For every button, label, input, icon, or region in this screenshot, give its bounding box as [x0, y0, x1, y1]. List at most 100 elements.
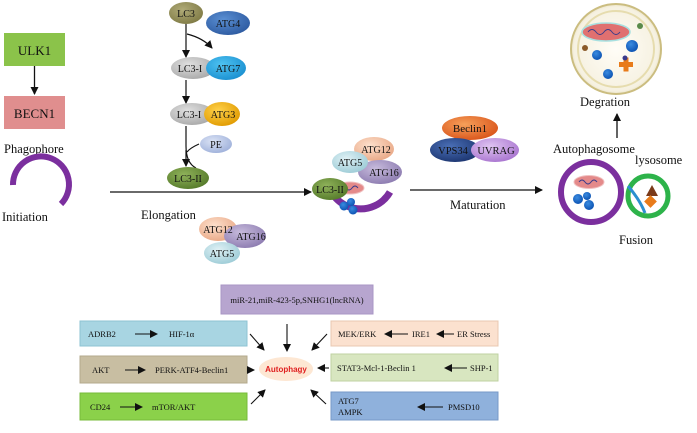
stat3-label: STAT3-Mcl-1-Beclin 1	[337, 363, 416, 373]
degraded-fragment-2	[637, 23, 643, 29]
initiation-label: Initiation	[2, 210, 49, 224]
atg7-to-autophagy-arrow	[310, 389, 327, 405]
uvrag-label: UVRAG	[477, 146, 515, 157]
loose-atg12-label: ATG12	[203, 225, 232, 236]
mekerk-box: MEK/ERK IRE1 ER Stress	[330, 320, 499, 347]
atg12-node	[354, 137, 394, 161]
maturation-label: Maturation	[450, 198, 506, 212]
ulk1-box: ULK1	[4, 33, 65, 66]
lc3i-node-a	[171, 57, 215, 79]
autophagosome-particle-3	[583, 192, 591, 200]
elongation-label: Elongation	[141, 208, 197, 222]
autophagy-center-label: Autophagy	[265, 365, 307, 374]
loose-atg16-node	[224, 224, 266, 248]
atg5-node	[332, 151, 368, 173]
adrb2-to-autophagy-arrow	[249, 333, 265, 351]
atg5-label: ATG5	[338, 158, 362, 169]
cd24-label: CD24	[90, 402, 111, 412]
degradation-label: Degration	[580, 95, 631, 109]
mekerk-label: MEK/ERK	[338, 329, 377, 339]
phagophore-shape	[9, 153, 72, 207]
lc3-node	[169, 2, 203, 24]
ire1-label: IRE1	[412, 329, 430, 339]
atg3-node	[204, 102, 240, 126]
autophagy-center-node	[259, 357, 313, 381]
vps34-label: VPS34	[438, 146, 469, 157]
mirna-box: miR-21,miR-423-5p,SNHG1(lncRNA)	[220, 284, 374, 315]
adrb2-label: ADRB2	[88, 329, 116, 339]
atg16-label: ATG16	[369, 168, 398, 179]
degraded-enzyme-cross	[619, 57, 633, 72]
hif1a-label: HIF-1α	[169, 329, 195, 339]
atg7-node	[206, 56, 246, 80]
loose-atg5-label: ATG5	[210, 249, 234, 260]
lc3i-node-b	[170, 103, 214, 125]
autophagosome-label: Autophagosome	[553, 142, 635, 156]
mtor-label: mTOR/AKT	[152, 402, 196, 412]
cd24-box: CD24 mTOR/AKT	[79, 392, 248, 421]
atg4-curved-arrow	[186, 33, 213, 49]
lc3ii-label: LC3-II	[174, 174, 202, 185]
pmsd10-label: PMSD10	[448, 402, 480, 412]
lc3i-label-b: LC3-I	[177, 110, 201, 121]
pe-node	[200, 135, 232, 153]
reg-atg7-label: ATG7	[338, 396, 359, 406]
autophagosome-cargo-organelle	[573, 175, 605, 189]
pe-join-line	[186, 143, 200, 153]
lysosome-enzyme-triangle	[646, 185, 658, 196]
shp1-label: SHP-1	[470, 363, 493, 373]
atg7-ampk-box: ATG7 AMPK PMSD10	[330, 391, 499, 421]
becn1-box: BECN1	[4, 96, 65, 129]
loose-atg16-label: ATG16	[236, 232, 265, 243]
lc3ii-node	[167, 167, 209, 189]
degraded-organelle-detail	[587, 29, 621, 35]
erstress-label: ER Stress	[457, 329, 490, 339]
adrb2-box: ADRB2 HIF-1α	[79, 320, 248, 347]
atg4-node	[206, 11, 250, 35]
mekerk-to-autophagy-arrow	[311, 333, 328, 351]
akt-label: AKT	[92, 365, 110, 375]
degraded-particle-1	[592, 50, 602, 60]
degraded-particle-2	[603, 69, 613, 79]
complex-lc3ii-node	[312, 178, 348, 200]
becn1-label: BECN1	[14, 106, 55, 121]
atg12-label: ATG12	[361, 145, 390, 156]
atg3-label: ATG3	[211, 110, 235, 121]
ulk1-label: ULK1	[18, 43, 51, 58]
phagophore-label: Phagophore	[4, 142, 64, 156]
autophagosome-cargo-detail	[578, 179, 598, 185]
lc3i-to-lc3ii-path	[185, 126, 197, 169]
lysosome-label: lysosome	[635, 153, 683, 167]
cargo-particle-1	[339, 201, 349, 211]
autophagosome-particle-1	[573, 194, 583, 204]
lysosome-membrane-detail	[626, 185, 647, 214]
autophagosome-shape	[558, 159, 624, 225]
lc3i-label-a: LC3-I	[178, 64, 202, 75]
cargo-particle-3	[347, 198, 355, 206]
akt-box: AKT PERK-ATF4-Beclin1	[79, 355, 248, 384]
perk-label: PERK-ATF4-Beclin1	[155, 365, 228, 375]
reg-ampk-label: AMPK	[338, 407, 363, 417]
lc3-label: LC3	[177, 9, 195, 20]
degraded-fragment-3	[622, 55, 628, 61]
degraded-particle-3	[626, 40, 638, 52]
complex-lc3ii-label: LC3-II	[316, 185, 344, 196]
atg16-node	[358, 160, 402, 184]
pe-label: PE	[210, 140, 222, 151]
fusion-label: Fusion	[619, 233, 654, 247]
autophagosome-particle-2	[584, 200, 594, 210]
atg4-label: ATG4	[216, 19, 240, 30]
stat3-box: STAT3-Mcl-1-Beclin 1 SHP-1	[330, 353, 499, 382]
atg7-label: ATG7	[216, 64, 240, 75]
uvrag-node	[471, 138, 519, 162]
loose-atg5-node	[204, 242, 240, 264]
beclin1-node	[442, 116, 498, 140]
degraded-organelle	[581, 22, 631, 42]
vps34-node	[430, 138, 480, 162]
beclin1-label: Beclin1	[453, 123, 487, 135]
mirna-label: miR-21,miR-423-5p,SNHG1(lncRNA)	[230, 295, 363, 305]
cd24-to-autophagy-arrow	[250, 389, 266, 405]
degradation-vesicle-inner	[577, 10, 655, 88]
